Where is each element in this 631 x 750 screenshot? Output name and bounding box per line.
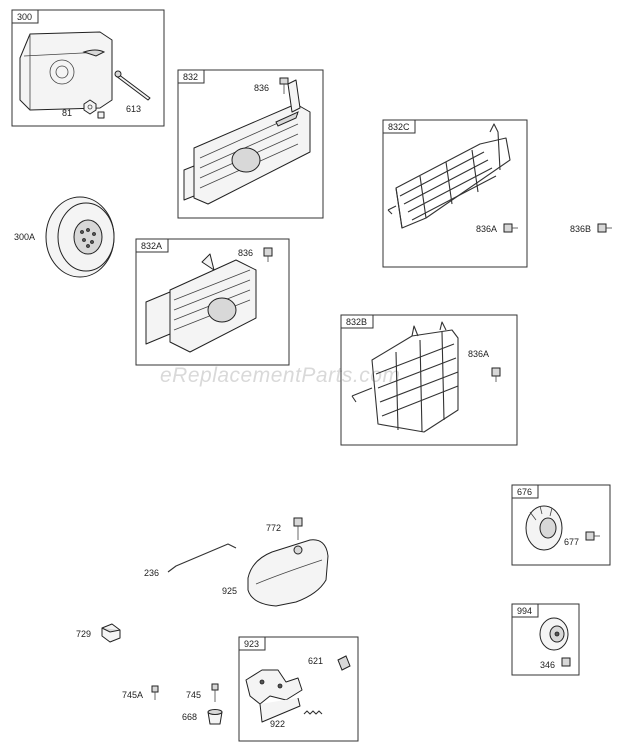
- frame-832[interactable]: 832: [177, 69, 324, 219]
- screw-836B-part[interactable]: [597, 223, 612, 233]
- bracket-923-part[interactable]: [245, 669, 303, 723]
- screw-836A-b-part[interactable]: [491, 367, 501, 382]
- frame-832C-tag: 832C: [388, 122, 410, 132]
- muffler-guard-832-part[interactable]: [183, 79, 311, 205]
- watermark-text: eReplacementParts.com: [160, 364, 400, 387]
- frame-676[interactable]: 676: [511, 484, 611, 566]
- frame-923[interactable]: 923: [238, 636, 359, 742]
- heat-shield-676-part[interactable]: [525, 505, 563, 551]
- frame-832B-tag: 832B: [346, 317, 367, 327]
- label-836B: 836B: [570, 224, 591, 234]
- label-729: 729: [76, 629, 91, 639]
- screw-346-part[interactable]: [561, 657, 571, 667]
- screw-745-part[interactable]: [211, 683, 219, 702]
- label-621: 621: [308, 656, 323, 666]
- frame-676-tag: 676: [517, 487, 532, 497]
- label-922: 922: [270, 719, 285, 729]
- label-745A: 745A: [122, 690, 143, 700]
- label-300A: 300A: [14, 232, 35, 242]
- screw-772-part[interactable]: [293, 517, 303, 540]
- label-668: 668: [182, 712, 197, 722]
- frame-994[interactable]: 994: [511, 603, 580, 676]
- screw-836-b-part[interactable]: [263, 247, 273, 262]
- screw-836-part[interactable]: [279, 77, 289, 94]
- plug-729-part[interactable]: [101, 623, 121, 643]
- label-236: 236: [144, 568, 159, 578]
- frame-300-tag: 300: [17, 12, 32, 22]
- label-772: 772: [266, 523, 281, 533]
- wire-guard-832C-part[interactable]: [387, 123, 511, 229]
- spark-arrestor-994-part[interactable]: [539, 617, 569, 651]
- guard-832A-part[interactable]: [145, 253, 257, 353]
- screw-677-part[interactable]: [585, 531, 600, 541]
- frame-832A-tag: 832A: [141, 241, 162, 251]
- round-muffler-300A-part[interactable]: [45, 196, 115, 278]
- label-925: 925: [222, 586, 237, 596]
- frame-832B[interactable]: 832B: [340, 314, 518, 446]
- muffler-part[interactable]: [19, 31, 113, 111]
- label-836A-b: 836A: [468, 349, 489, 359]
- screw-745A-part[interactable]: [151, 685, 159, 700]
- bolt-613-part[interactable]: [114, 70, 151, 101]
- nut-81-part[interactable]: [83, 99, 105, 119]
- label-836-b: 836: [238, 248, 253, 258]
- rod-236-part[interactable]: [167, 543, 237, 573]
- label-346: 346: [540, 660, 555, 670]
- frame-994-tag: 994: [517, 606, 532, 616]
- label-677: 677: [564, 537, 579, 547]
- label-745: 745: [186, 690, 201, 700]
- frame-300[interactable]: 300: [11, 9, 165, 127]
- wire-guard-832B-part[interactable]: [351, 321, 459, 433]
- label-836A-c: 836A: [476, 224, 497, 234]
- label-613: 613: [126, 104, 141, 114]
- frame-832C[interactable]: 832C: [382, 119, 528, 268]
- frame-923-tag: 923: [244, 639, 259, 649]
- label-836-a: 836: [254, 83, 269, 93]
- frame-832A[interactable]: 832A: [135, 238, 290, 366]
- grommet-668-part[interactable]: [207, 709, 223, 725]
- deflector-925-part[interactable]: [247, 539, 329, 607]
- frame-832-tag: 832: [183, 72, 198, 82]
- spring-922-part[interactable]: [303, 710, 323, 715]
- screw-836A-c-part[interactable]: [503, 223, 518, 233]
- clip-621-part[interactable]: [337, 655, 351, 671]
- label-81: 81: [62, 108, 72, 118]
